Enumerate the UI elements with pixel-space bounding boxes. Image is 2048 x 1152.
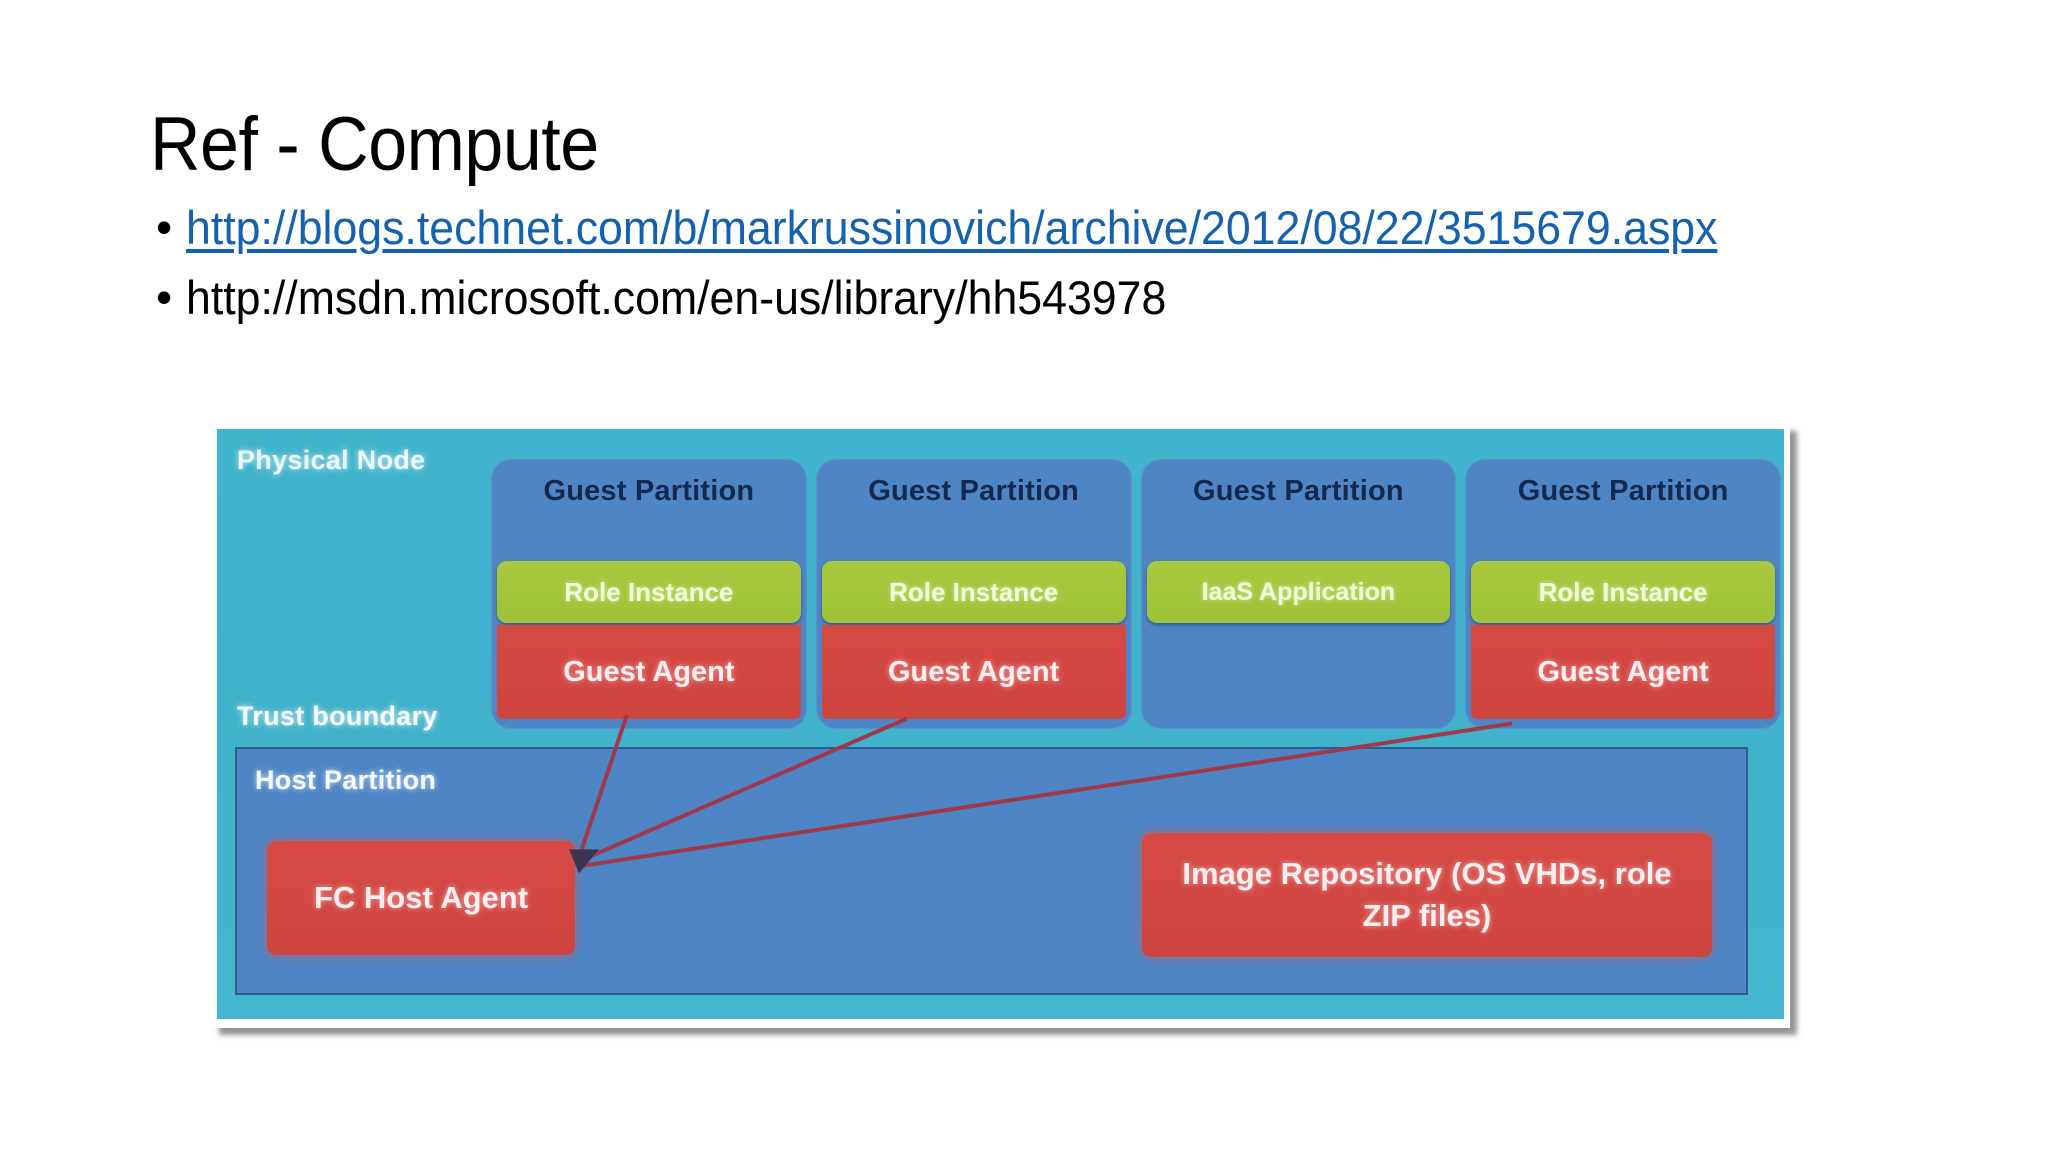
guest-partition-3: Guest Partition IaaS Application xyxy=(1140,459,1457,729)
guest-partition-title: Guest Partition xyxy=(543,475,755,507)
guest-partition-1: Guest Partition Role Instance Guest Agen… xyxy=(491,459,807,729)
bullet-marker-icon: • xyxy=(156,271,173,323)
architecture-diagram-image: Physical Node Trust boundary Guest Parti… xyxy=(212,424,1790,1028)
role-instance-box-1: Role Instance xyxy=(497,561,801,623)
physical-node-label: Physical Node xyxy=(237,445,426,475)
guest-agent-box-4: Guest Agent xyxy=(1471,625,1775,719)
diagram-canvas: Physical Node Trust boundary Guest Parti… xyxy=(217,429,1784,1019)
guest-partitions-row: Guest Partition Role Instance Guest Agen… xyxy=(491,459,1781,729)
guest-partition-2: Guest Partition Role Instance Guest Agen… xyxy=(815,459,1132,729)
fc-host-agent-box: FC Host Agent xyxy=(267,841,575,955)
guest-agent-box-2: Guest Agent xyxy=(821,625,1126,719)
page-title: Ref - Compute xyxy=(150,102,599,187)
reference-link-1[interactable]: http://blogs.technet.com/b/markrussinovi… xyxy=(186,201,1718,254)
reference-text-2: http://msdn.microsoft.com/en-us/library/… xyxy=(186,271,1167,324)
bullet-marker-icon: • xyxy=(156,201,173,253)
guest-partition-title: Guest Partition xyxy=(868,475,1080,507)
trust-boundary-label: Trust boundary xyxy=(237,701,438,731)
guest-partition-4: Guest Partition Role Instance Guest Agen… xyxy=(1465,459,1781,729)
bullet-list: • http://blogs.technet.com/b/markrussino… xyxy=(150,196,1950,336)
image-repository-box: Image Repository (OS VHDs, role ZIP file… xyxy=(1142,833,1712,957)
guest-partition-title: Guest Partition xyxy=(1192,475,1404,507)
role-instance-box-4: Role Instance xyxy=(1471,561,1775,623)
list-item: • http://msdn.microsoft.com/en-us/librar… xyxy=(150,266,1950,330)
host-partition-label: Host Partition xyxy=(255,765,437,795)
list-item: • http://blogs.technet.com/b/markrussino… xyxy=(150,196,1950,260)
iaas-application-box: IaaS Application xyxy=(1146,561,1451,623)
guest-partition-title: Guest Partition xyxy=(1517,475,1729,507)
guest-agent-box-1: Guest Agent xyxy=(497,625,801,719)
host-partition-container: Host Partition FC Host Agent Image Repos… xyxy=(235,747,1748,995)
role-instance-box-2: Role Instance xyxy=(821,561,1126,623)
